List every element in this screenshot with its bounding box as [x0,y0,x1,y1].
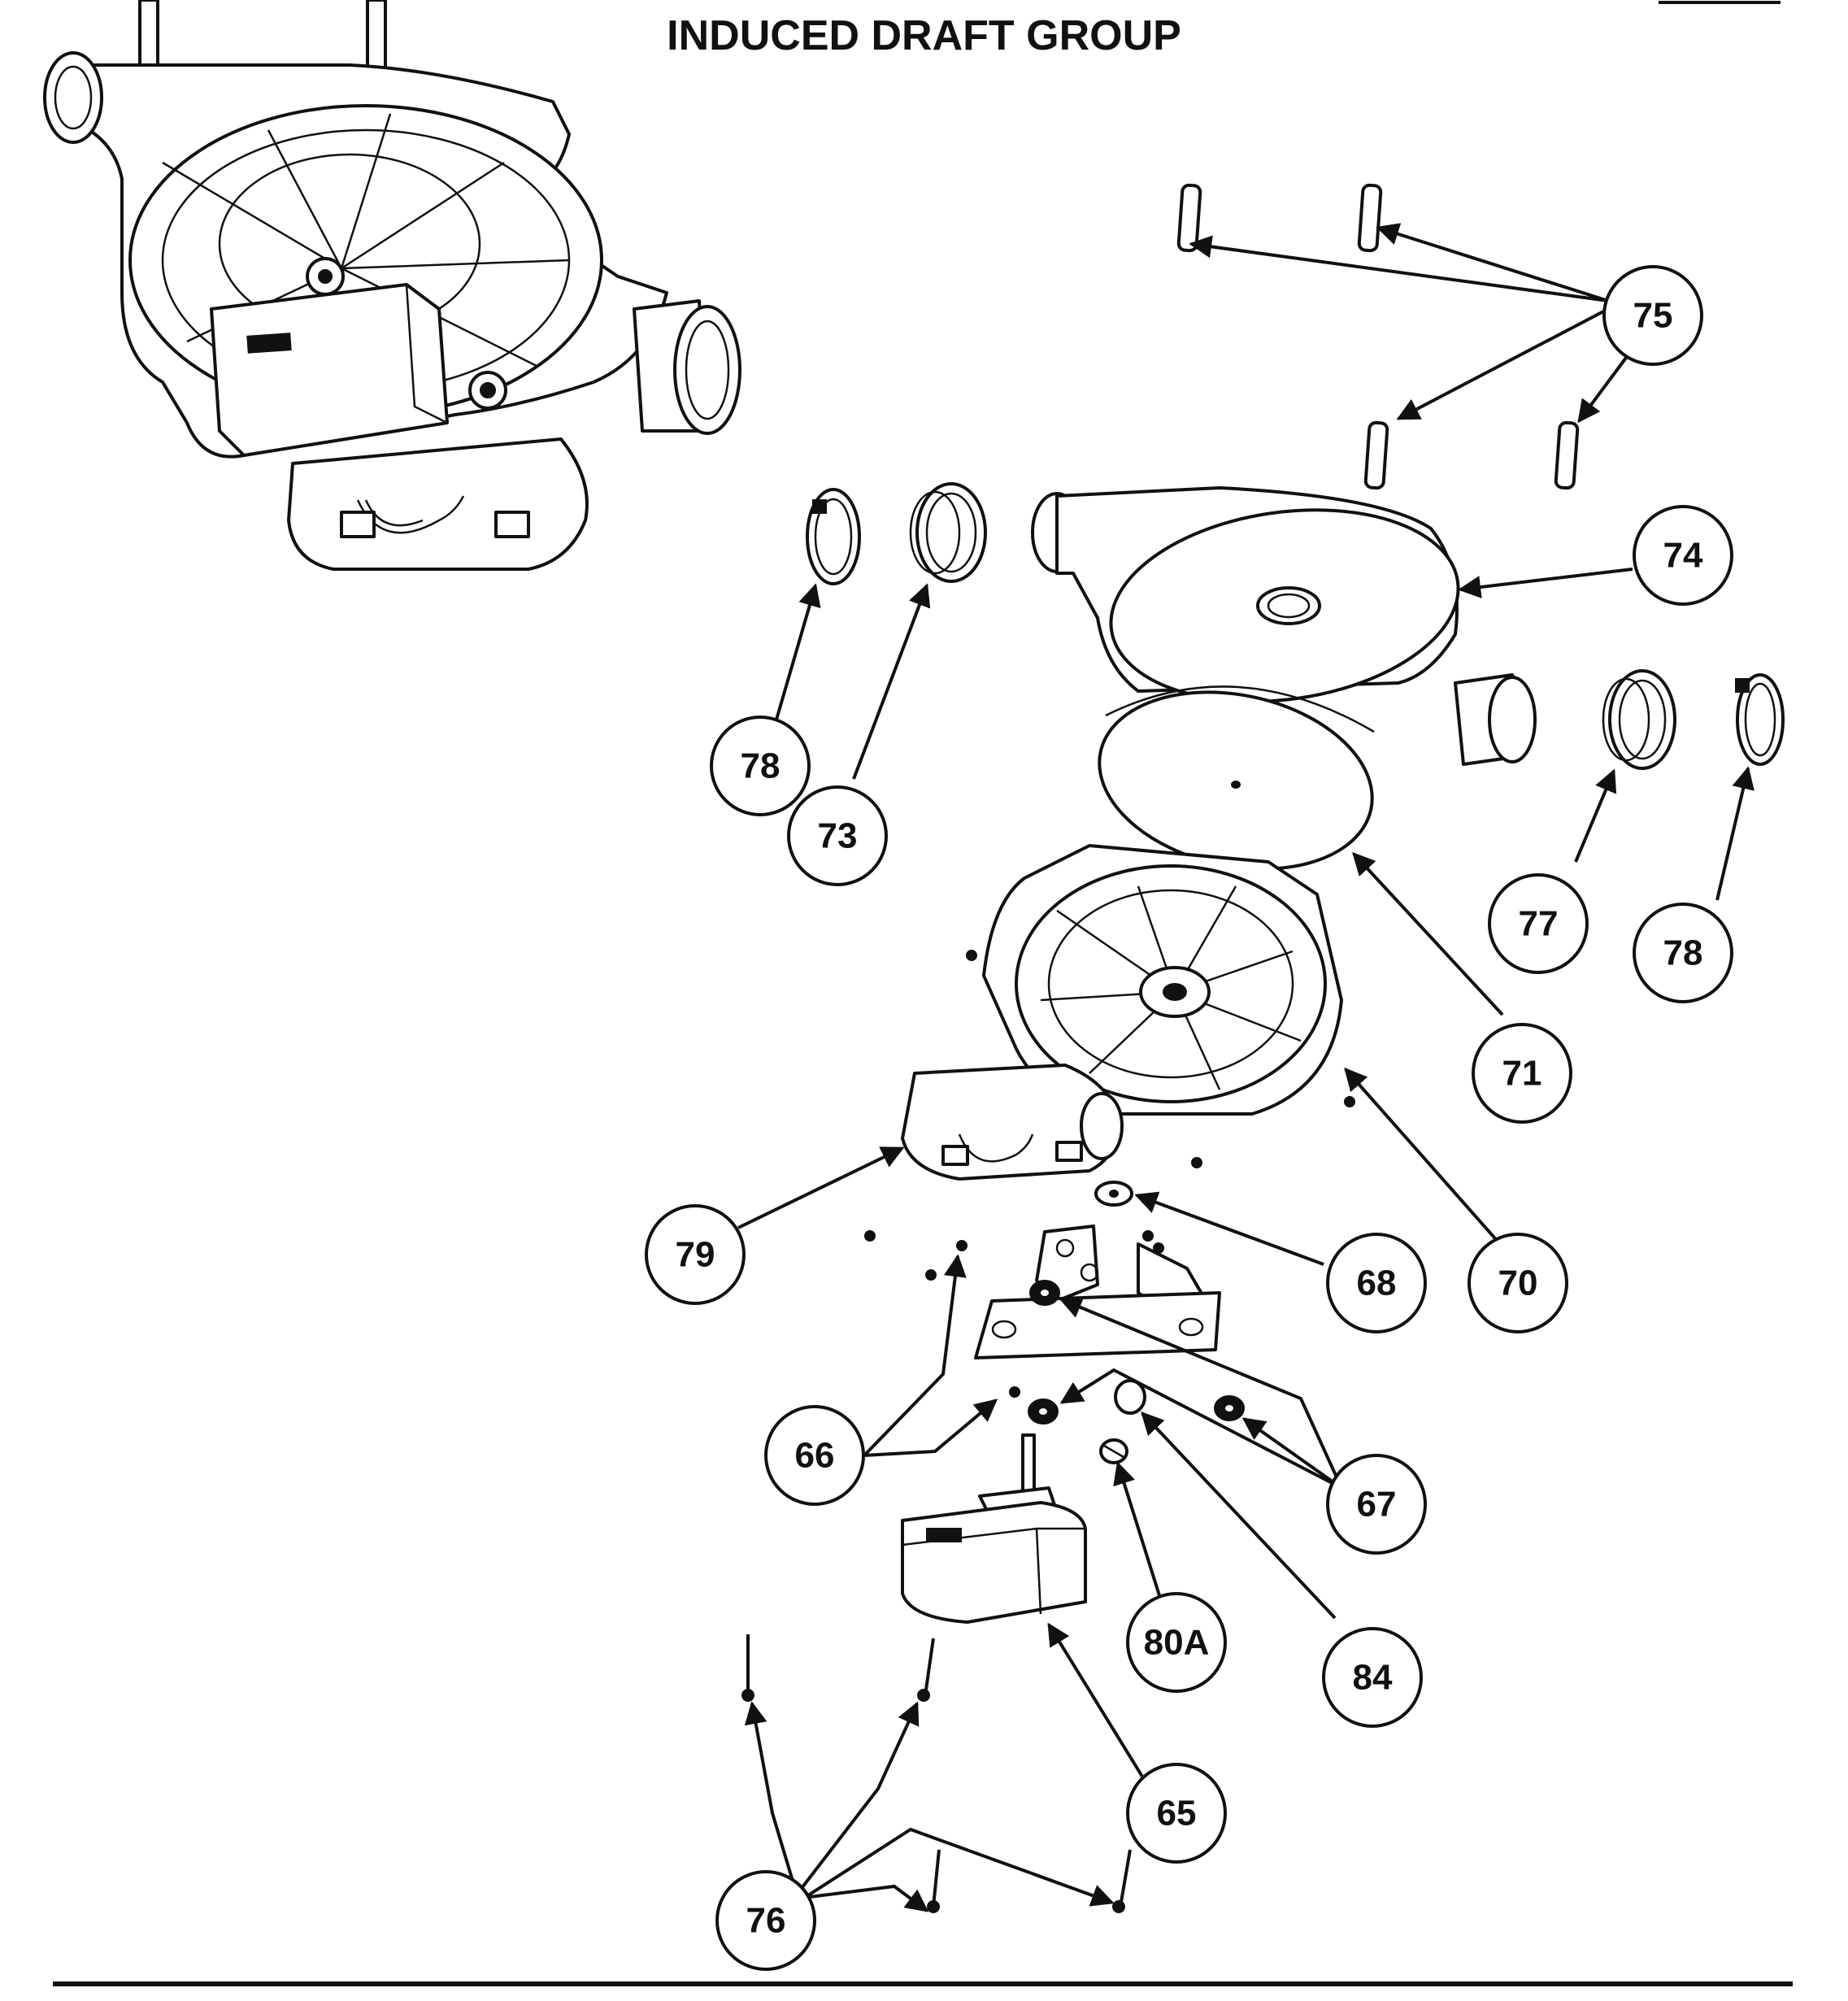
callout-70: 70 [1468,1233,1568,1333]
callout-75: 75 [1602,265,1703,366]
callout-67: 67 [1326,1454,1427,1555]
part-80a [1099,1438,1128,1464]
callout-71: 71 [1472,1023,1572,1124]
callout-77: 77 [1488,873,1589,974]
callout-65: 65 [1126,1763,1227,1864]
callout-68: 68 [1326,1233,1427,1333]
callout-74: 74 [1633,505,1733,606]
callout-76-label: 76 [746,1901,786,1941]
mounting-bracket [974,1225,1221,1359]
motor-lower-housing [287,437,589,571]
callout-80a-label: 80A [1144,1623,1210,1663]
callout-67-label: 67 [1357,1485,1397,1525]
housing-70 [982,844,1343,1116]
gasket-68 [1094,1181,1133,1207]
callout-73-label: 73 [818,816,858,856]
screws-76 [741,1634,1132,1913]
impeller-71 [1098,685,1375,871]
callout-66-label: 66 [795,1436,835,1476]
callout-79: 79 [645,1204,746,1305]
diagram-title: INDUCED DRAFT GROUP [667,12,1181,59]
callout-78-right-label: 78 [1663,933,1703,973]
assembled-inducer-drawing [43,0,741,571]
callout-75-label: 75 [1633,296,1673,336]
coupling-77 [1602,669,1676,770]
callout-80a: 80A [1126,1592,1227,1693]
callout-84: 84 [1322,1627,1423,1728]
outlet-collar [673,305,741,435]
clamp-78-left [806,488,861,585]
callout-66: 66 [764,1405,865,1506]
callout-77-label: 77 [1519,904,1559,944]
rods-75 [1176,183,1580,490]
callout-65-label: 65 [1157,1794,1197,1834]
motor-65 [901,1433,1087,1624]
grommets-67 [1028,1280,1245,1425]
motor-mount-79 [901,1064,1124,1181]
callout-68-label: 68 [1357,1264,1397,1303]
callout-71-label: 71 [1502,1054,1542,1094]
callout-76: 76 [715,1870,816,1971]
callout-78-left: 78 [710,716,811,816]
callout-73: 73 [787,785,888,886]
callout-78-left-label: 78 [741,746,781,786]
housing-74 [1031,486,1537,766]
coupling-73 [909,482,987,583]
callout-79-label: 79 [676,1235,715,1275]
callout-78-right: 78 [1633,903,1733,1003]
callout-74-label: 74 [1663,536,1703,576]
leader-lines [737,223,1755,1912]
callout-70-label: 70 [1498,1264,1538,1303]
inlet-collar [43,51,103,144]
part-84 [1114,1379,1146,1415]
clamp-78-right [1735,673,1785,766]
callout-84-label: 84 [1353,1658,1393,1698]
